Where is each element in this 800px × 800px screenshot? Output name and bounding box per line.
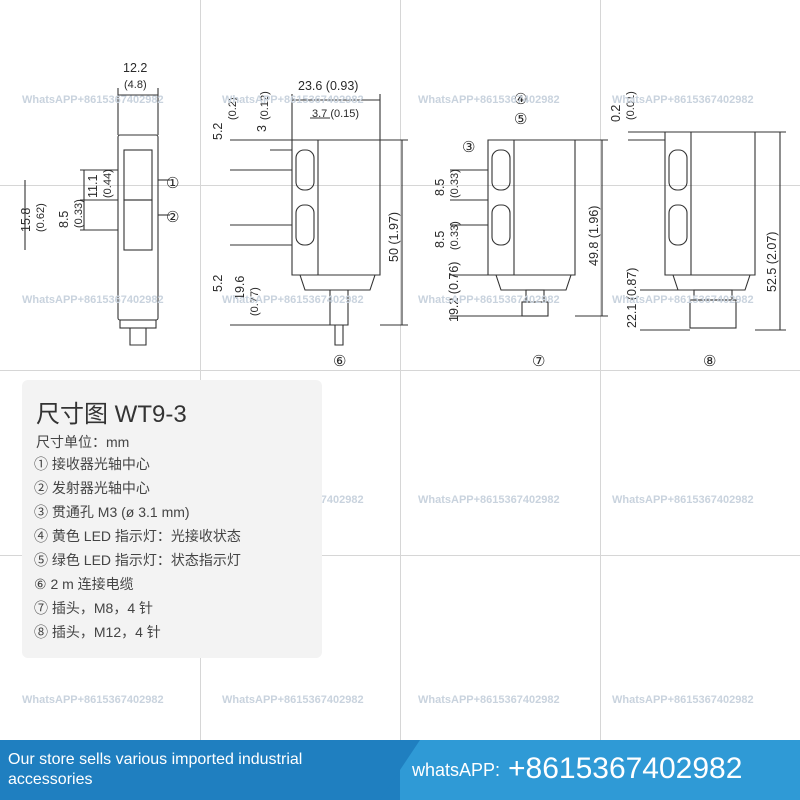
grid-line bbox=[0, 555, 800, 556]
watermark: WhatsAPP+8615367402982 bbox=[222, 694, 364, 706]
view1-side-dim: 15.8 bbox=[19, 208, 33, 232]
view3-connector-thread bbox=[521, 301, 549, 317]
view4-connector-dim: 22.1 (0.87) bbox=[625, 268, 639, 328]
view2-inner-dim: 3.7 (0.15) bbox=[312, 108, 359, 120]
view4-connector-thread bbox=[689, 299, 737, 329]
legend-panel: 尺寸图 WT9-3 尺寸单位：mm ① 接收器光轴中心 ② 发射器光轴中心 ③ … bbox=[22, 380, 322, 658]
view2-top-a: 5.2 bbox=[211, 123, 225, 140]
footer-divider bbox=[380, 740, 420, 800]
watermark: WhatsAPP+8615367402982 bbox=[612, 294, 754, 306]
view4-top-dim-inch: (0.01) bbox=[625, 91, 637, 120]
view3-body bbox=[487, 139, 576, 276]
legend-item: ② 发射器光轴中心 bbox=[34, 480, 150, 496]
callout-7: ⑦ bbox=[532, 353, 545, 370]
cable-stub bbox=[129, 328, 147, 346]
watermark: WhatsAPP+8615367402982 bbox=[418, 494, 560, 506]
view3-spacing2: 8.5 bbox=[433, 231, 447, 248]
view2-top-b: 3 bbox=[255, 125, 269, 132]
view1-optical-spacing: 11.1 bbox=[86, 175, 100, 198]
watermark: WhatsAPP+8615367402982 bbox=[22, 294, 164, 306]
callout-5: ⑤ bbox=[514, 111, 527, 128]
callout-1: ① bbox=[166, 175, 179, 192]
callout-8: ⑧ bbox=[703, 353, 716, 370]
legend-title: 尺寸图 WT9-3 bbox=[36, 401, 187, 428]
view2-bottom-b-inch: (0.77) bbox=[249, 287, 261, 316]
footer-contact-number: +8615367402982 bbox=[508, 752, 743, 785]
watermark: WhatsAPP+8615367402982 bbox=[612, 494, 754, 506]
watermark: WhatsAPP+8615367402982 bbox=[22, 94, 164, 106]
view3-spacing1: 8.5 bbox=[433, 179, 447, 196]
view2-body bbox=[291, 139, 381, 276]
footer-slogan: Our store sells various imported industr… bbox=[8, 751, 303, 788]
callout-6: ⑥ bbox=[333, 353, 346, 370]
view2-top-a-inch: (0.2) bbox=[227, 97, 239, 120]
dimension-drawings: 12.2 (4.8) 11.1 (0.44) 8.5 (0.33) 15.8 (… bbox=[19, 61, 786, 370]
legend-item: ③ 贯通孔 M3 (ø 3.1 mm) bbox=[34, 504, 190, 520]
watermark: WhatsAPP+8615367402982 bbox=[418, 694, 560, 706]
view4-slot-top bbox=[668, 149, 688, 191]
legend-item: ⑦ 插头，M8，4 针 bbox=[34, 600, 154, 616]
view1-width-dim-inch: (4.8) bbox=[124, 79, 147, 91]
view4-body bbox=[664, 131, 756, 276]
view2-slot-top bbox=[295, 149, 315, 191]
legend-item: ④ 黄色 LED 指示灯：光接收状态 bbox=[34, 528, 241, 544]
view3-height: 49.8 (1.96) bbox=[587, 206, 601, 266]
view3-spacing1-inch: (0.33) bbox=[449, 169, 461, 198]
view4-height: 52.5 (2.07) bbox=[765, 232, 779, 292]
watermark: WhatsAPP+8615367402982 bbox=[418, 294, 560, 306]
legend-item: ⑥ 2 m 连接电缆 bbox=[34, 576, 134, 592]
view1-optical-spacing-inch: (0.44) bbox=[102, 169, 114, 198]
view4-neck bbox=[672, 274, 751, 291]
legend-unit: 尺寸单位：mm bbox=[36, 434, 130, 450]
view2-bottom-b: 19.6 bbox=[233, 276, 247, 300]
view2-cable bbox=[329, 290, 349, 326]
watermark: WhatsAPP+8615367402982 bbox=[22, 694, 164, 706]
watermark: WhatsAPP+8615367402982 bbox=[612, 694, 754, 706]
footer-contact-label: whatsAPP: bbox=[412, 760, 501, 780]
view1-side-dim-inch: (0.62) bbox=[35, 203, 47, 232]
grid-line bbox=[0, 185, 800, 186]
view2-slot-bottom bbox=[295, 204, 315, 246]
view2-bottom-a: 5.2 bbox=[211, 275, 225, 292]
view3-slot-top bbox=[491, 149, 511, 191]
view2-width-dim: 23.6 (0.93) bbox=[298, 79, 358, 93]
view3-connector-dim: 19.2 (0.76) bbox=[447, 262, 461, 322]
view3-spacing2-inch: (0.33) bbox=[449, 221, 461, 250]
callout-4: ④ bbox=[514, 91, 527, 108]
watermark: WhatsAPP+8615367402982 bbox=[222, 294, 364, 306]
footer-left-panel bbox=[0, 740, 400, 800]
sensor-front-base bbox=[119, 319, 157, 329]
view3-slot-bottom bbox=[491, 204, 511, 246]
view2-neck bbox=[299, 274, 376, 291]
emitter-window bbox=[123, 199, 153, 251]
watermark: WhatsAPP+8615367402982 bbox=[418, 94, 560, 106]
view2-top-b-inch: (0.12) bbox=[259, 91, 271, 120]
grid-line bbox=[0, 370, 800, 371]
callout-2: ② bbox=[166, 209, 179, 226]
view4-slot-bottom bbox=[668, 204, 688, 246]
legend-item: ⑤ 绿色 LED 指示灯：状态指示灯 bbox=[34, 552, 241, 568]
callout-3: ③ bbox=[462, 139, 475, 156]
legend-item: ⑧ 插头，M12，4 针 bbox=[34, 624, 161, 640]
watermark: WhatsAPP+8615367402982 bbox=[612, 94, 754, 106]
view4-top-dim: 0.2 bbox=[609, 105, 623, 122]
view2-height: 50 (1.97) bbox=[387, 212, 401, 262]
view1-width-dim: 12.2 bbox=[123, 61, 147, 75]
view3-neck bbox=[495, 274, 572, 291]
watermark: WhatsAPP+8615367402982 bbox=[222, 94, 364, 106]
receiver-window bbox=[123, 149, 153, 201]
view1-offset: 8.5 bbox=[57, 211, 71, 228]
footer-banner: Our store sells various imported industr… bbox=[0, 740, 800, 800]
legend-item: ① 接收器光轴中心 bbox=[34, 456, 150, 472]
view1-offset-inch: (0.33) bbox=[73, 199, 85, 228]
